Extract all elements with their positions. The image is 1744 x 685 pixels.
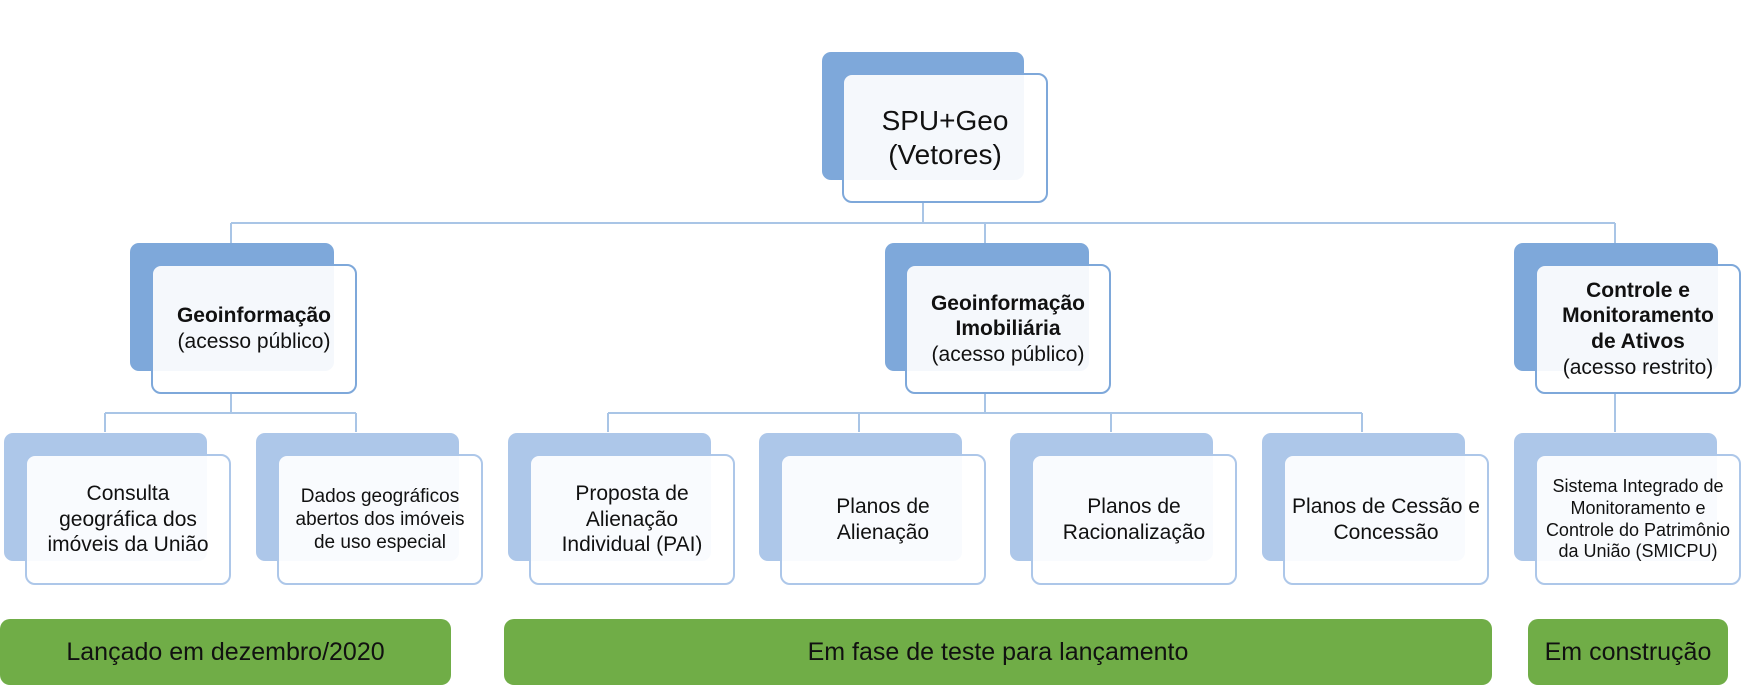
node-spu-geo-card: SPU+Geo (Vetores)	[842, 73, 1048, 203]
node-dados-geograficos-label: Dados geográficos abertos dos imóveis de…	[295, 485, 465, 554]
node-proposta-alienacao-individual-label: Proposta de Alienação Individual (PAI)	[561, 482, 703, 557]
node-dados-geograficos-card: Dados geográficos abertos dos imóveis de…	[277, 454, 483, 585]
node-geoinformacao-imobiliaria-card: Geoinformação Imobiliária (acesso públic…	[905, 264, 1111, 394]
node-planos-racionalizacao-label: Planos de Racionalização	[1062, 494, 1206, 544]
node-smicpu-card: Sistema Integrado de Monitoramento e Con…	[1535, 454, 1741, 585]
node-consulta-geografica-label: Consulta geográfica dos imóveis da União	[47, 482, 209, 557]
node-planos-racionalizacao-card: Planos de Racionalização	[1031, 454, 1237, 585]
node-consulta-geografica-card: Consulta geográfica dos imóveis da União	[25, 454, 231, 585]
node-controle-monitoramento-card: Controle e Monitoramento de Ativos (aces…	[1535, 264, 1741, 394]
node-geoinformacao-imobiliaria-title: Geoinformação Imobiliária	[930, 291, 1086, 341]
status-bar-em-teste: Em fase de teste para lançamento	[504, 619, 1492, 685]
node-planos-alienacao-card: Planos de Alienação	[780, 454, 986, 585]
node-controle-monitoramento-title: Controle e Monitoramento de Ativos	[1562, 278, 1714, 353]
status-bar-lancado: Lançado em dezembro/2020	[0, 619, 451, 685]
node-spu-geo-subtitle: (Vetores)	[888, 139, 1002, 170]
node-proposta-alienacao-individual-card: Proposta de Alienação Individual (PAI)	[529, 454, 735, 585]
status-bar-em-construcao: Em construção	[1528, 619, 1728, 685]
node-geoinformacao-imobiliaria-subtitle: (acesso público)	[931, 342, 1085, 366]
node-controle-monitoramento-subtitle: (acesso restrito)	[1562, 355, 1714, 379]
node-geoinformacao-title: Geoinformação	[176, 304, 332, 328]
node-geoinformacao-card: Geoinformação (acesso público)	[151, 264, 357, 394]
node-planos-cessao-concessao-label: Planos de Cessão e Concessão	[1292, 494, 1480, 544]
node-planos-alienacao-label: Planos de Alienação	[836, 494, 930, 544]
node-planos-cessao-concessao-card: Planos de Cessão e Concessão	[1283, 454, 1489, 585]
node-smicpu-label: Sistema Integrado de Monitoramento e Con…	[1545, 475, 1731, 562]
node-spu-geo-title: SPU+Geo	[881, 104, 1009, 136]
node-geoinformacao-subtitle: (acesso público)	[177, 330, 331, 353]
